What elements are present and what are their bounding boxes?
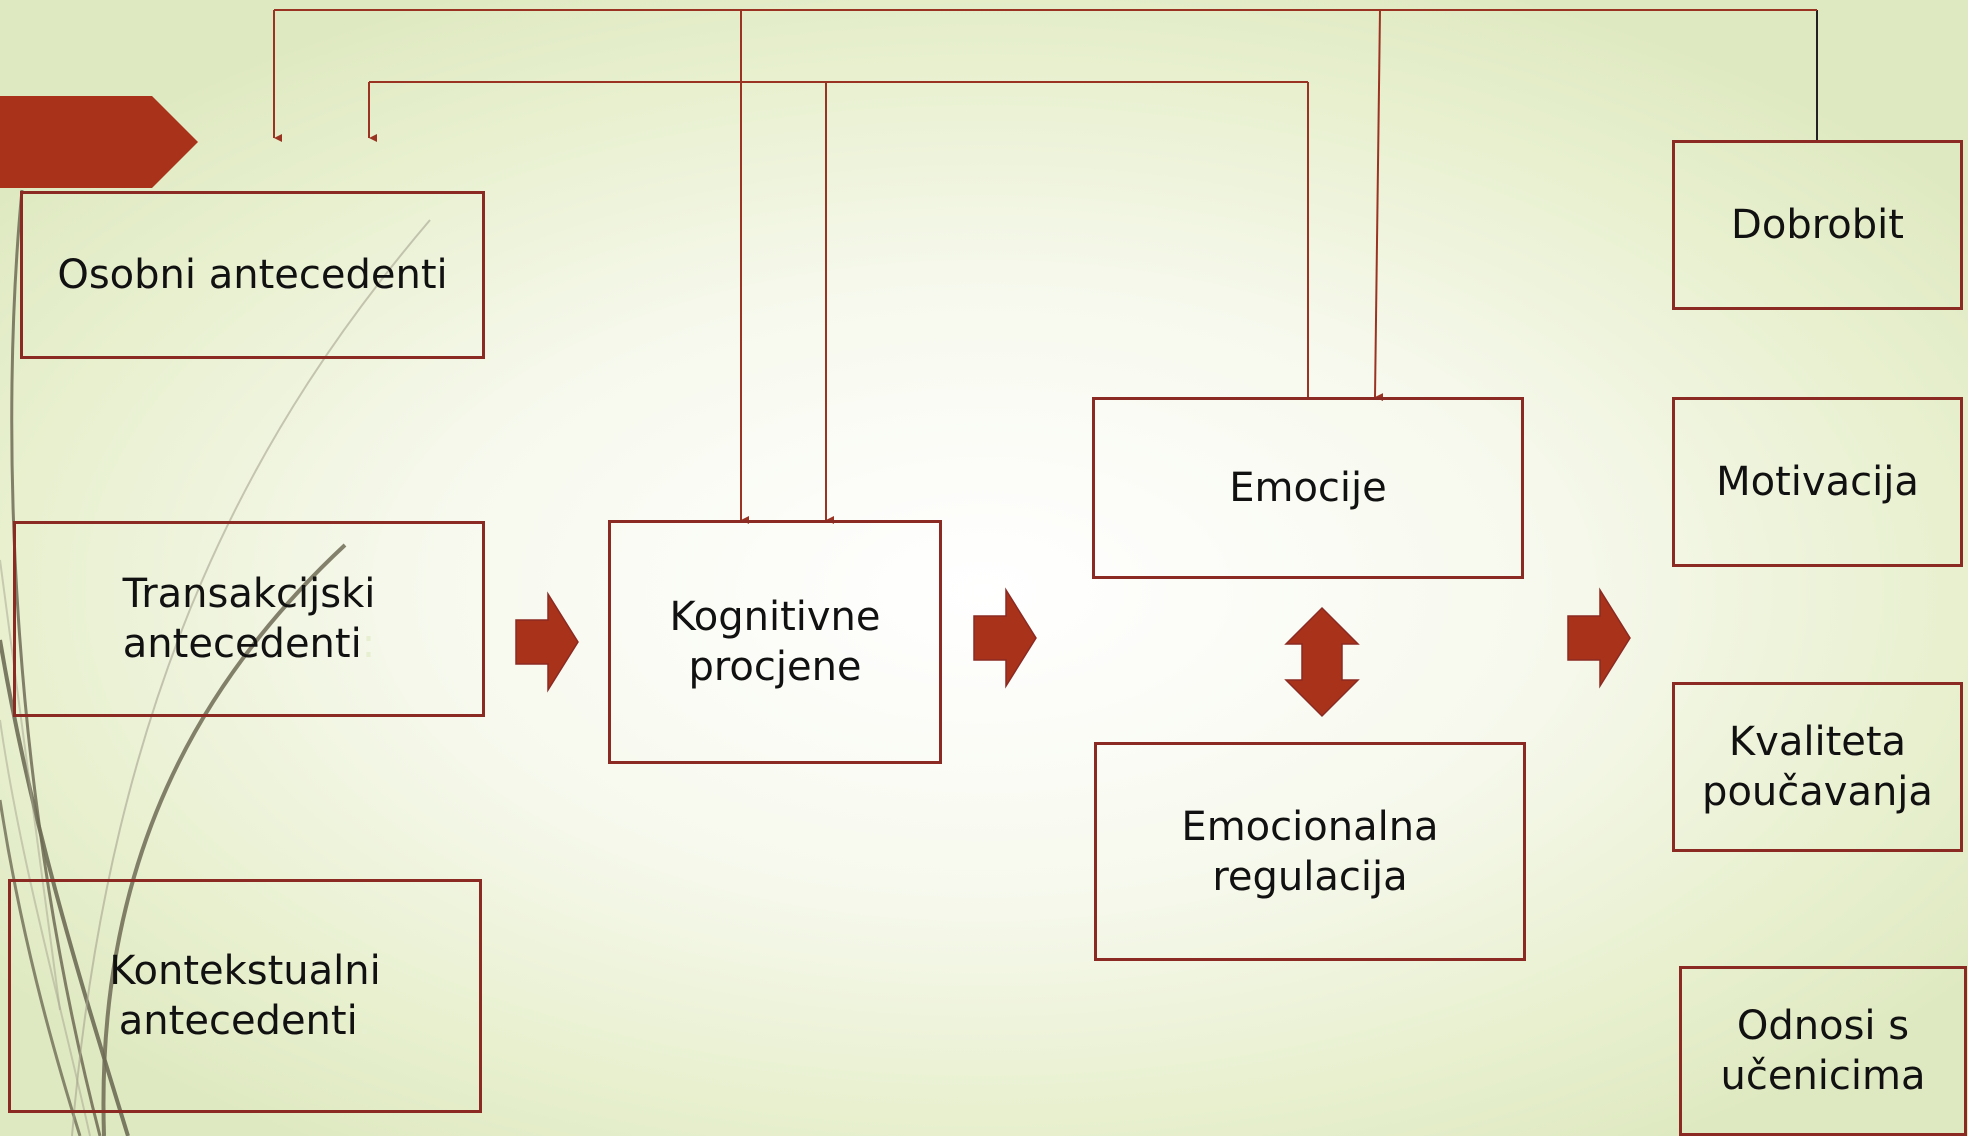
label-emocionalna-regulacija: Emocionalna regulacija bbox=[1181, 803, 1439, 900]
box-osobni-antecedenti: Osobni antecedenti bbox=[20, 191, 485, 359]
label-motivacija: Motivacija bbox=[1716, 459, 1919, 505]
box-kvaliteta-poucavanja: Kvaliteta poučavanja bbox=[1672, 682, 1963, 852]
bidirectional-arrow bbox=[1284, 606, 1360, 718]
box-transakcijski-antecedenti: Transakcijski antecedenti: bbox=[13, 521, 485, 717]
box-kognitivne-procjene: Kognitivne procjene bbox=[608, 520, 942, 764]
feedback-line-to-emocije bbox=[1374, 9, 1384, 402]
box-emocionalna-regulacija: Emocionalna regulacija bbox=[1094, 742, 1526, 961]
flow-arrow-1 bbox=[515, 591, 579, 693]
box-kontekstualni-antecedenti: Kontekstualni antecedenti: bbox=[8, 879, 482, 1113]
label-dobrobit: Dobrobit bbox=[1731, 202, 1904, 248]
label-kvaliteta-poucavanja: Kvaliteta poučavanja bbox=[1702, 719, 1933, 815]
label-kontekstualni-antecedenti: Kontekstualni antecedenti: bbox=[109, 948, 381, 1044]
flow-arrow-3 bbox=[1567, 587, 1631, 689]
label-kognitivne-procjene: Kognitivne procjene bbox=[669, 594, 881, 690]
title-tab-shape bbox=[0, 96, 198, 188]
box-emocije: Emocije bbox=[1092, 397, 1524, 579]
box-motivacija: Motivacija bbox=[1672, 397, 1963, 567]
box-dobrobit: Dobrobit bbox=[1672, 140, 1963, 310]
label-osobni-antecedenti: Osobni antecedenti bbox=[57, 252, 448, 298]
box-odnosi-s-ucenicima: Odnosi s učenicima bbox=[1679, 966, 1967, 1136]
label-odnosi-s-ucenicima: Odnosi s učenicima bbox=[1720, 1003, 1926, 1099]
flow-arrow-2 bbox=[973, 587, 1037, 689]
label-transakcijski-antecedenti: Transakcijski antecedenti: bbox=[122, 571, 376, 667]
label-emocije: Emocije bbox=[1229, 465, 1387, 511]
